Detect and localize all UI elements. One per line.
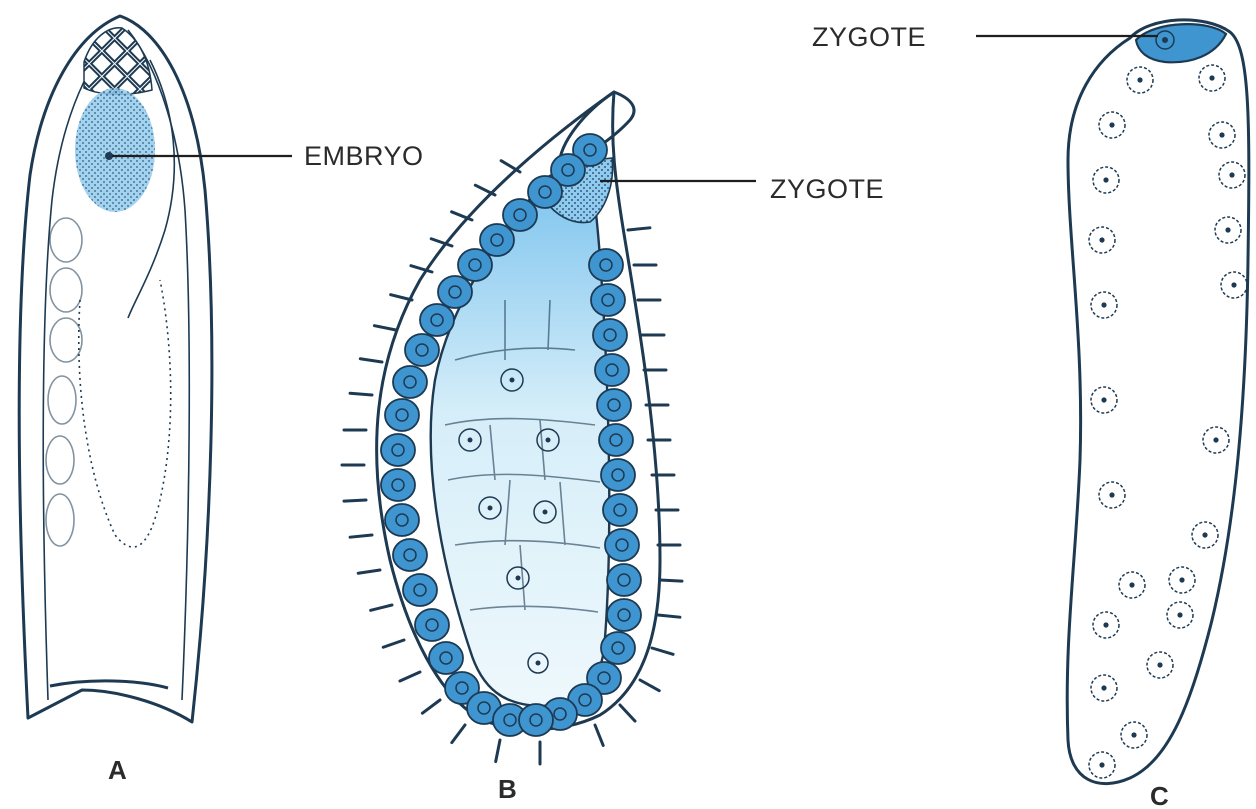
figure-a-embryo-mass (75, 88, 155, 212)
wall-cell (385, 399, 419, 431)
hair-spike (496, 740, 500, 762)
hair-spike (628, 228, 650, 230)
wall-cell (589, 249, 623, 281)
figure-c-archegonium (976, 20, 1249, 784)
figure-a-cell-outlines (46, 218, 82, 546)
cell-nucleus-dot (1213, 437, 1218, 442)
wall-cell (528, 176, 562, 208)
hair-spike (595, 725, 603, 745)
cell-nucleus-dot (1225, 227, 1230, 232)
wall-cell (503, 199, 537, 231)
cell-nucleus-dot (1179, 577, 1184, 582)
embryo-label: EMBRYO (304, 141, 424, 171)
wall-cell (429, 642, 463, 674)
wall-cell (420, 304, 454, 336)
hair-spike (358, 570, 380, 573)
cell-nucleus-dot (1099, 762, 1104, 767)
hair-spike (452, 725, 465, 743)
panel-label-c: C (1150, 781, 1169, 809)
wall-cell (605, 529, 639, 561)
panel-label-b: B (498, 774, 517, 804)
hair-spike (640, 680, 659, 691)
figure-c-zygote-cap (1136, 24, 1226, 62)
cell-nucleus-dot (1209, 75, 1214, 80)
wall-cell (595, 354, 629, 386)
wall-cell (393, 366, 427, 398)
cell-nucleus-dot (1103, 622, 1108, 627)
wall-cell (603, 494, 637, 526)
wall-cell (519, 704, 553, 736)
cell-nucleus-dot (1219, 132, 1224, 137)
zygote-label-b: ZYGOTE (770, 174, 884, 204)
wall-cell (607, 564, 641, 596)
figure-c-nuclei (1089, 65, 1247, 778)
figure-c-zygote-nucleus-dot (1162, 37, 1168, 43)
wall-cell (607, 599, 641, 631)
figure-b-inner-cavity (431, 175, 610, 706)
wall-cell (405, 334, 439, 366)
cell-nucleus-dot (1109, 122, 1114, 127)
wall-cell (438, 276, 472, 308)
wall-cell (593, 319, 627, 351)
figure-a-apical-mesh (84, 28, 152, 94)
hair-spike (350, 393, 372, 395)
hair-spike (344, 500, 366, 501)
cell-nucleus-dot (1231, 282, 1236, 287)
hair-spike (350, 535, 372, 537)
cell-nucleus-dot (1109, 492, 1114, 497)
hair-spike (371, 605, 392, 610)
hair-spike (383, 640, 404, 647)
wall-cell (599, 424, 633, 456)
wall-cell (591, 284, 625, 316)
hair-spike (658, 615, 680, 617)
cell-nucleus-dot (1229, 172, 1234, 177)
cell-nucleus-dot (1101, 685, 1106, 690)
hair-spike (660, 580, 682, 581)
cell-nucleus-dot (1131, 732, 1136, 737)
hair-spike (652, 648, 673, 654)
figure-a-dotted-sac (79, 280, 171, 547)
wall-cell (393, 539, 427, 571)
hair-spike (400, 672, 420, 681)
wall-cell (415, 609, 449, 641)
hair-spike (620, 705, 635, 721)
figure-a-embryo-capsule (19, 16, 292, 722)
cell-nucleus-dot (1202, 532, 1207, 537)
wall-cell (385, 504, 419, 536)
figure-a-embryo-point (105, 152, 113, 160)
cell-nucleus-dot (1137, 77, 1142, 82)
wall-cell (601, 632, 635, 664)
wall-cell (458, 249, 492, 281)
cell-nucleus-dot (1177, 612, 1182, 617)
cell-nucleus-dot (1129, 582, 1134, 587)
figure-b-archegonium (342, 92, 756, 764)
wall-cell (601, 459, 635, 491)
wall-cell (403, 574, 437, 606)
cell-nucleus-dot (1101, 397, 1106, 402)
cell-nucleus-dot (1099, 237, 1104, 242)
cell-nucleus-dot (1103, 177, 1108, 182)
zygote-label-c: ZYGOTE (812, 22, 926, 52)
panel-label-a: A (108, 755, 127, 785)
hair-spike (422, 700, 440, 713)
wall-cell (597, 389, 631, 421)
wall-cell (381, 469, 415, 501)
cell-nucleus-dot (1157, 662, 1162, 667)
hair-spike (360, 359, 382, 362)
hair-spike (374, 326, 396, 330)
cell-nucleus-dot (1101, 302, 1106, 307)
wall-cell (381, 434, 415, 466)
figure-a-base (50, 681, 168, 688)
